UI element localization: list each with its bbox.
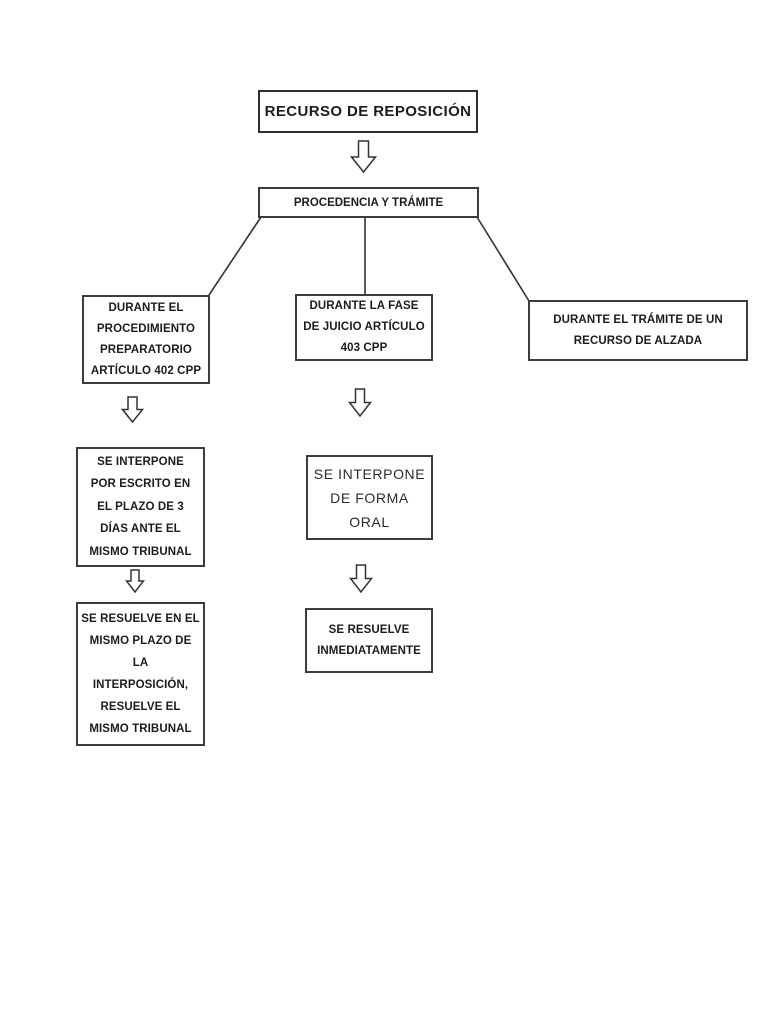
node-text-line: PREPARATORIO [100,343,192,356]
node-text-line: DURANTE LA FASE [309,300,419,312]
node-text-line: ORAL [349,513,390,530]
node-se-resuelve-mismo-plazo: SE RESUELVE EN EL MISMO PLAZO DE LA INTE… [76,602,205,746]
node-procedencia-y-tramite: PROCEDENCIA Y TRÁMITE [258,187,479,218]
node-durante-procedimiento-preparatorio: DURANTE EL PROCEDIMIENTO PREPARATORIO AR… [82,295,210,384]
node-text-line: SE INTERPONE [313,465,426,482]
node-text-line: INTERPOSICIÓN, [92,679,189,691]
node-text-line: EL PLAZO DE 3 [97,500,184,513]
node-text-line: RECURSO DE ALZADA [573,334,703,347]
node-se-interpone-de-forma-oral: SE INTERPONE DE FORMA ORAL [306,455,433,540]
down-arrow-shape [350,140,377,173]
down-arrow-icon [125,569,145,593]
down-arrow-icon [350,140,377,173]
down-arrow-shape [121,396,144,423]
node-text-line: ARTÍCULO 402 CPP [90,364,202,377]
node-text-line: SE INTERPONE [97,455,184,468]
node-text-line: SE RESUELVE EN EL [81,613,200,625]
node-text-line: 403 CPP [340,342,388,354]
down-arrow-icon [348,388,372,417]
node-se-interpone-por-escrito: SE INTERPONE POR ESCRITO EN EL PLAZO DE … [76,447,205,567]
node-text-line: LA [132,657,149,669]
node-durante-tramite-recurso-alzada: DURANTE EL TRÁMITE DE UN RECURSO DE ALZA… [528,300,748,361]
node-text-line: MISMO TRIBUNAL [89,723,192,735]
node-title-label: RECURSO DE REPOSICIÓN [264,103,472,120]
node-text-line: PROCEDIMIENTO [96,322,196,335]
node-se-resuelve-inmediatamente: SE RESUELVE INMEDIATAMENTE [305,608,433,673]
connector-right-branch [476,216,530,302]
connector-left-branch [208,216,262,296]
down-arrow-icon [349,564,373,593]
node-text-line: MISMO PLAZO DE [89,635,192,647]
node-text-line: MISMO TRIBUNAL [89,545,192,558]
node-text-line: RESUELVE EL [100,701,181,713]
node-text-line: DÍAS ANTE EL [100,523,181,536]
node-text-line: POR ESCRITO EN [90,478,191,491]
node-text-line: DURANTE EL [108,301,184,314]
down-arrow-shape [348,388,372,417]
node-text-line: INMEDIATAMENTE [317,644,421,657]
down-arrow-shape [349,564,373,593]
node-label: PROCEDENCIA Y TRÁMITE [293,196,444,209]
node-durante-fase-juicio: DURANTE LA FASE DE JUICIO ARTÍCULO 403 C… [295,294,433,361]
node-text-line: DE JUICIO ARTÍCULO [303,321,425,333]
node-recurso-de-reposicion: RECURSO DE REPOSICIÓN [258,90,478,133]
node-text-line: SE RESUELVE [328,623,410,636]
node-text-line: DE FORMA [330,489,409,506]
node-text-line: DURANTE EL TRÁMITE DE UN [553,313,723,326]
down-arrow-shape [125,569,145,593]
down-arrow-icon [121,396,144,423]
